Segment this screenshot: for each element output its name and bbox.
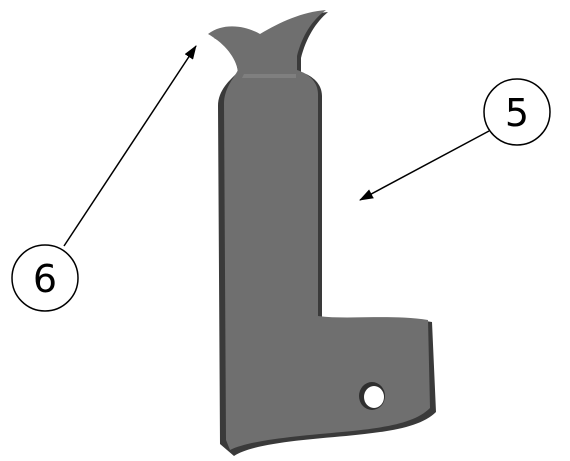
callout-6: 6: [11, 45, 197, 312]
bracket-highlight: [242, 74, 296, 78]
bracket-face: [208, 10, 430, 450]
callout-6-circle: [11, 244, 79, 312]
callout-5-label: 5: [505, 91, 529, 135]
bracket-hole-inner: [364, 386, 384, 408]
callout-5: 5: [359, 78, 551, 201]
callout-6-leader: [63, 45, 197, 247]
bracket-part: [208, 10, 436, 456]
callout-5-circle: [483, 78, 551, 146]
callout-6-label: 6: [33, 257, 57, 301]
callout-5-leader: [359, 130, 490, 201]
